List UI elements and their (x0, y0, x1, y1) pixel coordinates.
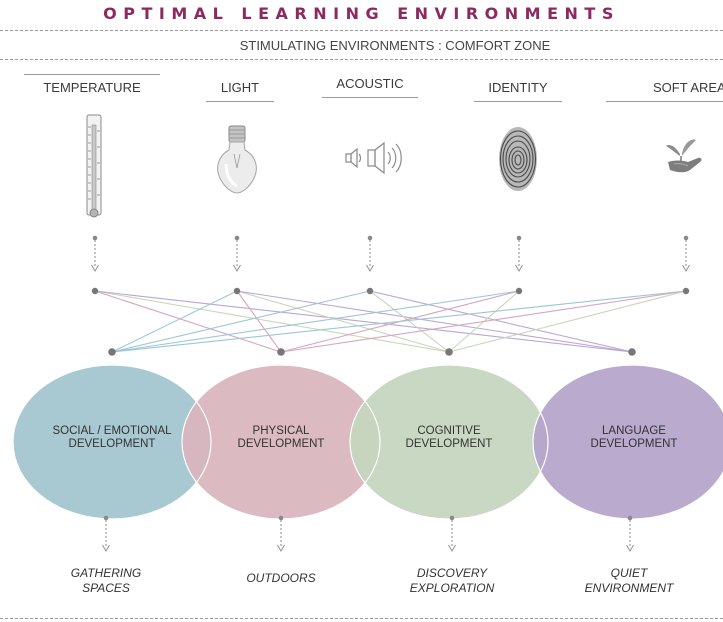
environment-quiet: QUIET ENVIRONMENT (569, 566, 689, 596)
section-subtitle: STIMULATING ENVIRONMENTS : COMFORT ZONE (239, 38, 551, 53)
ellipse-physical (182, 365, 380, 519)
ellipse-cognitive (350, 365, 548, 519)
environment-label-line2: EXPLORATION (409, 581, 495, 595)
factor-label: TEMPERATURE (43, 80, 141, 95)
ellipse-social-emotional (13, 365, 211, 519)
development-label-line1: COGNITIVE (417, 425, 481, 437)
page-title: OPTIMAL LEARNING ENVIRONMENTS (103, 4, 620, 23)
development-label-line1: PHYSICAL (252, 425, 310, 437)
factor-label: LIGHT (220, 80, 260, 95)
factor-drop-connectors (91, 235, 690, 272)
factor-label: IDENTITY (488, 80, 548, 95)
environment-label-line1: QUIET (610, 566, 648, 580)
environment-gathering-spaces: GATHERING SPACES (46, 566, 166, 596)
environment-discovery-exploration: DISCOVERY EXPLORATION (392, 566, 512, 596)
development-social-emotional: SOCIAL / EMOTIONAL DEVELOPMENT (22, 425, 202, 451)
environment-label-line2: SPACES (82, 581, 130, 595)
development-label-line2: DEVELOPMENT (405, 438, 493, 450)
thermometer-icon (86, 114, 102, 218)
environment-label-line1: GATHERING (70, 566, 142, 580)
cross-connectors (94, 290, 687, 353)
plant-in-hand-icon (666, 139, 702, 173)
factor-light: LIGHT (206, 74, 274, 102)
development-ellipses (13, 365, 723, 519)
factor-acoustic: ACOUSTIC (322, 70, 418, 98)
fingerprint-icon (499, 127, 537, 191)
development-language: LANGUAGE DEVELOPMENT (544, 425, 723, 451)
light-bulb-icon (217, 125, 257, 194)
factor-identity: IDENTITY (474, 74, 562, 102)
environment-label-line2: ENVIRONMENT (584, 581, 674, 595)
development-label-line2: DEVELOPMENT (590, 438, 678, 450)
factor-temperature: TEMPERATURE (24, 74, 160, 102)
environment-label-line1: DISCOVERY (416, 566, 488, 580)
factor-label: ACOUSTIC (336, 76, 404, 91)
network-nodes (91, 287, 690, 356)
top-divider (0, 30, 723, 31)
environment-outdoors: OUTDOORS (221, 571, 341, 586)
development-label-line1: SOCIAL / EMOTIONAL (52, 425, 172, 437)
environment-label-line1: OUTDOORS (246, 571, 316, 585)
bottom-divider (0, 618, 723, 619)
development-label-line2: DEVELOPMENT (68, 438, 156, 450)
ellipse-language (533, 365, 723, 519)
development-physical: PHYSICAL DEVELOPMENT (191, 425, 371, 451)
development-label-line2: DEVELOPMENT (237, 438, 325, 450)
environment-connectors (102, 515, 634, 552)
development-label-line1: LANGUAGE (602, 425, 666, 437)
development-cognitive: COGNITIVE DEVELOPMENT (359, 425, 539, 451)
speaker-icon (345, 141, 402, 175)
subtitle-divider (0, 59, 723, 60)
